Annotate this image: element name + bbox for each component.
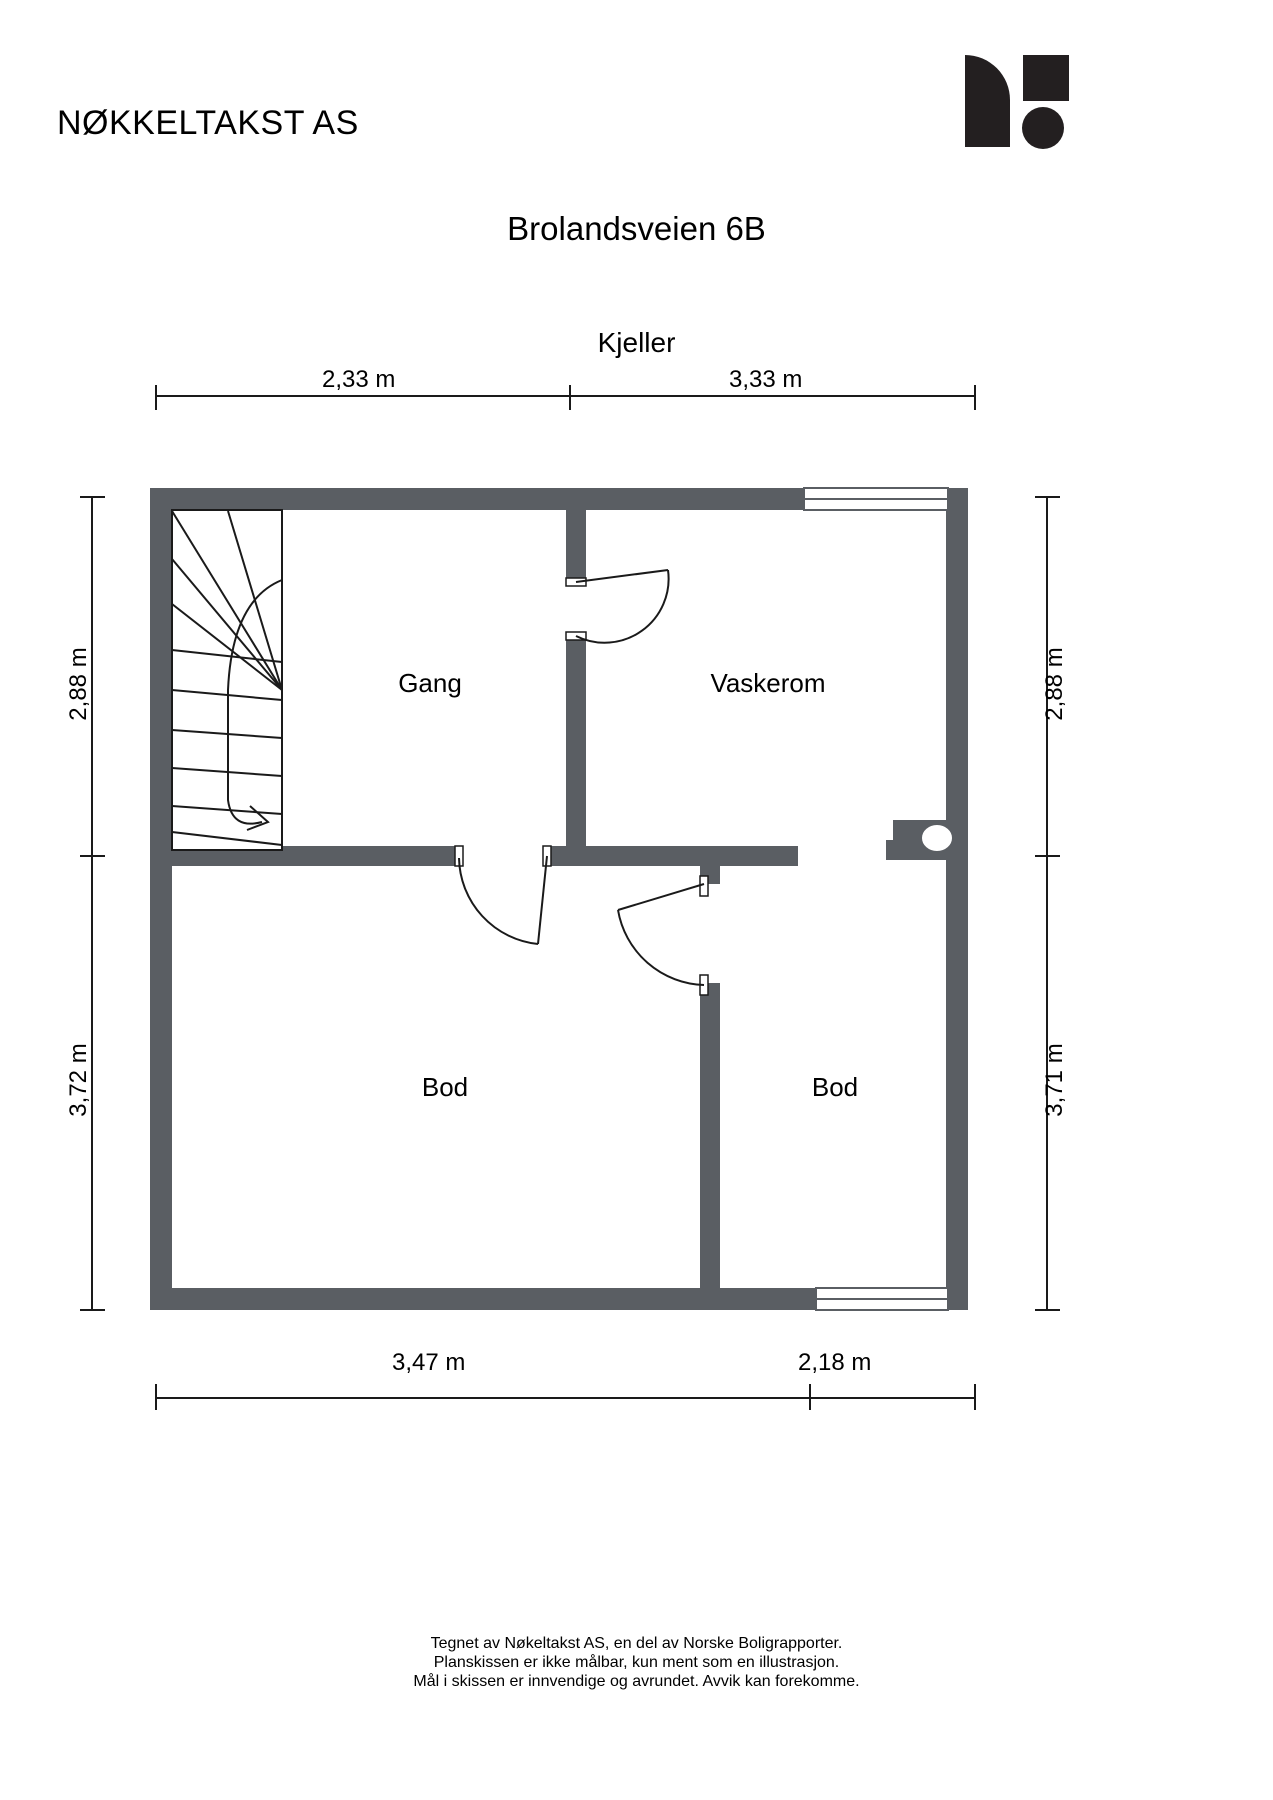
logo-square-icon — [1023, 55, 1069, 101]
staircase — [171, 509, 283, 851]
walls — [150, 488, 968, 1310]
room-label-vaskerom: Vaskerom — [710, 668, 826, 698]
wall-interior-vertical-bod — [700, 983, 720, 1290]
dimension-label-bottom-2: 2,18 m — [798, 1349, 872, 1376]
dimension-label-bottom-1: 3,47 m — [392, 1349, 466, 1376]
dimension-line-bottom — [155, 1384, 976, 1410]
page-title: Brolandsveien 6B — [507, 210, 766, 247]
footer-line-1: Tegnet av Nøkeltakst AS, en del av Norsk… — [430, 1635, 843, 1652]
floor-title: Kjeller — [597, 327, 676, 358]
dimension-label-right-2: 3,71 m — [1041, 1043, 1068, 1117]
logo-circle-icon — [1022, 107, 1064, 149]
door-gang-to-vaskerom — [565, 569, 670, 644]
dimension-label-left-1: 2,88 m — [65, 647, 92, 721]
company-name: NØKKELTAKST AS — [57, 104, 359, 142]
dimension-label-left-2: 3,72 m — [65, 1043, 92, 1117]
wall-exterior-right — [946, 488, 968, 1310]
room-label-gang: Gang — [398, 668, 462, 698]
footer-line-2: Planskissen er ikke målbar, kun ment som… — [433, 1654, 840, 1671]
windows — [803, 487, 949, 1311]
company-logo — [965, 55, 1070, 149]
dimension-line-top — [155, 385, 976, 410]
room-label-bod-right: Bod — [811, 1072, 859, 1102]
wall-interior-vertical-gang-lower — [566, 636, 586, 848]
door-to-bod-right — [617, 875, 709, 996]
doors — [454, 569, 709, 996]
window-top-right — [803, 487, 949, 511]
room-label-bod-left: Bod — [421, 1072, 469, 1102]
dimension-label-right-1: 2,88 m — [1041, 647, 1068, 721]
dimension-label-top-1: 2,33 m — [322, 366, 396, 393]
window-bottom-right — [815, 1287, 949, 1311]
page-header: NØKKELTAKST AS — [0, 0, 1273, 180]
wall-exterior-top — [150, 488, 968, 510]
wall-interior-horizontal-right — [548, 846, 798, 866]
wall-exterior-left — [150, 488, 172, 1310]
footer-line-3: Mål i skissen er innvendige og avrundet.… — [413, 1673, 860, 1690]
dimension-label-top-2: 3,33 m — [729, 366, 803, 393]
dimension-line-right — [1035, 496, 1060, 1311]
dimension-line-left — [80, 496, 105, 1311]
wall-interior-vertical-gang — [566, 510, 586, 584]
door-gang-to-bod-left — [454, 845, 552, 945]
sink-fixture-icon — [920, 823, 954, 853]
footer: Tegnet av Nøkeltakst AS, en del av Norsk… — [0, 1634, 1273, 1691]
wall-exterior-bottom — [150, 1288, 968, 1310]
